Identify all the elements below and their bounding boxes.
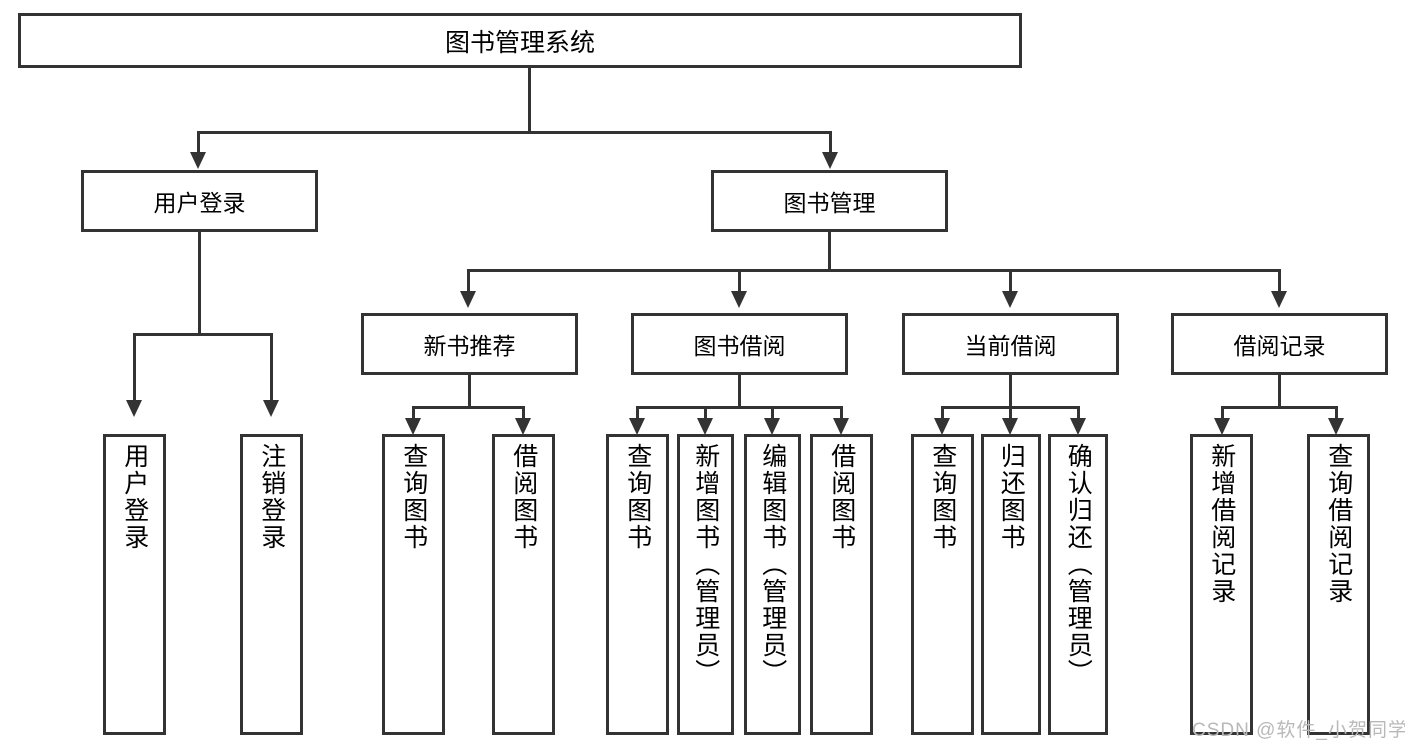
arrowhead-to-leaf-add-record	[1214, 418, 1230, 435]
arrowhead-to-leaf-borrow-book-1	[515, 418, 531, 435]
connector-new-book-stem	[468, 375, 471, 408]
node-label: 用户登录	[153, 190, 246, 216]
connector-borrow-record-bus	[1221, 406, 1338, 409]
arrowhead-to-leaf-query-book-2	[629, 418, 645, 435]
node-root-book-management-system[interactable]: 图书管理系统	[18, 13, 1022, 68]
connector-current-borrow-stem	[1009, 375, 1012, 408]
leaf-borrow-book[interactable]: 借阅图书	[810, 434, 873, 735]
node-label: 图书管理系统	[444, 28, 595, 57]
connector-level3-drop-3	[1009, 269, 1012, 292]
arrowhead-to-leaf-edit-book	[764, 418, 780, 435]
connector-book-borrow-drop-1	[636, 406, 639, 419]
leaf-label: 借阅图书	[827, 443, 856, 551]
leaf-label: 归还图书	[997, 443, 1026, 551]
leaf-add-book-admin[interactable]: 新增图书（管理员）	[677, 434, 734, 735]
connector-user-login-drop-2	[270, 333, 273, 401]
leaf-label: 借阅图书	[509, 443, 538, 551]
connector-user-login-bus	[133, 333, 273, 336]
connector-current-borrow-drop-3	[1077, 406, 1080, 419]
connector-level3-drop-1	[467, 269, 470, 292]
node-label: 当前借阅	[964, 333, 1057, 359]
node-label: 图书借阅	[693, 333, 786, 359]
connector-borrow-record-stem	[1278, 375, 1281, 408]
connector-level3-drop-4	[1278, 269, 1281, 292]
connector-level3-bus	[467, 269, 1281, 272]
connector-book-management-stem	[828, 232, 831, 271]
arrowhead-to-leaf-query-book-1	[405, 418, 421, 435]
connector-level2-drop-right	[829, 131, 832, 153]
connector-book-borrow-bus	[636, 406, 843, 409]
arrowhead-to-leaf-borrow-book-2	[833, 418, 849, 435]
connector-user-login-stem	[198, 232, 201, 335]
leaf-borrow-book-recommend[interactable]: 借阅图书	[492, 434, 555, 735]
leaf-label: 查询图书	[928, 443, 957, 551]
connector-book-borrow-drop-3	[771, 406, 774, 419]
leaf-add-borrow-record[interactable]: 新增借阅记录	[1190, 434, 1253, 735]
arrowhead-to-leaf-return-book	[1002, 418, 1018, 435]
leaf-logout[interactable]: 注销登录	[240, 434, 303, 735]
leaf-label: 查询图书	[623, 443, 652, 551]
arrowhead-to-leaf-query-book-3	[934, 418, 950, 435]
leaf-label: 新增借阅记录	[1207, 443, 1236, 605]
arrowhead-to-new-book-recommend	[460, 291, 476, 308]
node-label: 图书管理	[783, 190, 876, 216]
arrowhead-to-user-login	[190, 152, 206, 169]
leaf-query-book-current[interactable]: 查询图书	[911, 434, 974, 735]
leaf-label: 确认归还（管理员）	[1064, 443, 1093, 686]
leaf-query-book-borrow[interactable]: 查询图书	[606, 434, 669, 735]
leaf-label: 注销登录	[257, 443, 286, 551]
leaf-label: 查询图书	[399, 443, 428, 551]
leaf-confirm-return-admin[interactable]: 确认归还（管理员）	[1048, 434, 1108, 735]
connector-level2-bus	[197, 131, 832, 134]
connector-new-book-drop-2	[522, 406, 525, 419]
connector-book-borrow-drop-4	[840, 406, 843, 419]
node-book-borrow[interactable]: 图书借阅	[631, 313, 848, 375]
leaf-label: 编辑图书（管理员）	[758, 443, 787, 686]
node-current-borrow[interactable]: 当前借阅	[902, 313, 1119, 375]
connector-new-book-drop-1	[412, 406, 415, 419]
leaf-label: 用户登录	[120, 443, 149, 551]
connector-borrow-record-drop-2	[1335, 406, 1338, 419]
connector-current-borrow-drop-1	[941, 406, 944, 419]
leaf-label: 新增图书（管理员）	[691, 443, 720, 686]
arrowhead-to-leaf-logout	[263, 400, 279, 417]
node-new-book-recommend[interactable]: 新书推荐	[361, 313, 578, 375]
connector-book-borrow-stem	[738, 375, 741, 408]
leaf-user-login[interactable]: 用户登录	[103, 434, 166, 735]
connector-borrow-record-drop-1	[1221, 406, 1224, 419]
arrowhead-to-borrow-record	[1271, 291, 1287, 308]
arrowhead-to-leaf-query-record	[1328, 418, 1344, 435]
arrowhead-to-book-management	[822, 152, 838, 169]
connector-root-stem	[528, 68, 531, 133]
arrowhead-to-book-borrow	[731, 291, 747, 308]
leaf-label: 查询借阅记录	[1324, 443, 1353, 605]
node-user-login[interactable]: 用户登录	[81, 170, 318, 232]
leaf-query-borrow-record[interactable]: 查询借阅记录	[1307, 434, 1370, 735]
arrowhead-to-leaf-confirm-return	[1070, 418, 1086, 435]
node-book-management[interactable]: 图书管理	[711, 170, 948, 232]
leaf-edit-book-admin[interactable]: 编辑图书（管理员）	[744, 434, 801, 735]
connector-current-borrow-drop-2	[1009, 406, 1012, 419]
node-borrow-record[interactable]: 借阅记录	[1171, 313, 1388, 375]
arrowhead-to-current-borrow	[1002, 291, 1018, 308]
connector-new-book-bus	[412, 406, 525, 409]
connector-book-borrow-drop-2	[704, 406, 707, 419]
connector-user-login-drop-1	[133, 333, 136, 401]
node-label: 新书推荐	[423, 333, 516, 359]
connector-level2-drop-left	[197, 131, 200, 153]
node-label: 借阅记录	[1233, 333, 1326, 359]
connector-level3-drop-2	[738, 269, 741, 292]
leaf-return-book[interactable]: 归还图书	[981, 434, 1041, 735]
arrowhead-to-leaf-add-book	[697, 418, 713, 435]
arrowhead-to-leaf-user-login	[126, 400, 142, 417]
leaf-query-book-recommend[interactable]: 查询图书	[382, 434, 445, 735]
